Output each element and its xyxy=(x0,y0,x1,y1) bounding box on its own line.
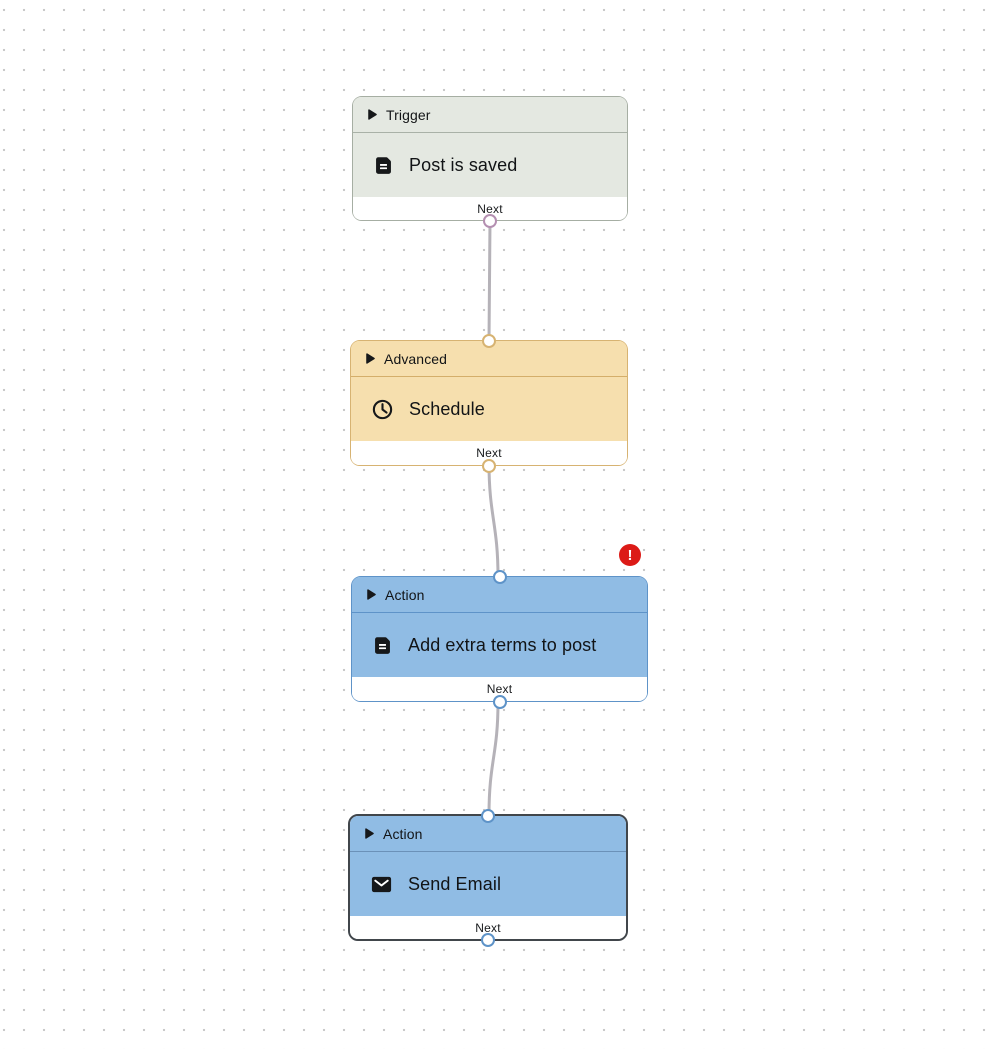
expand-caret-icon[interactable] xyxy=(368,109,377,120)
connector-action1-to-action2[interactable] xyxy=(487,700,500,817)
next-port-label: Next xyxy=(475,920,501,935)
node-footer: Next xyxy=(350,916,626,939)
output-port[interactable] xyxy=(483,213,497,228)
expand-caret-icon[interactable] xyxy=(367,589,376,600)
node-category-label: Advanced xyxy=(384,350,448,367)
next-port-label: Next xyxy=(477,201,503,216)
document-icon xyxy=(373,155,394,176)
node-category-label: Trigger xyxy=(386,106,431,123)
node-action-send-email[interactable]: Action Send Email Next xyxy=(348,808,628,947)
next-port-label: Next xyxy=(486,682,513,696)
expand-caret-icon[interactable] xyxy=(366,353,375,364)
output-port[interactable] xyxy=(492,694,507,709)
connector-trigger-to-advanced[interactable] xyxy=(487,219,492,343)
node-title: Schedule xyxy=(409,398,485,419)
next-port-label: Next xyxy=(476,446,502,460)
node-header[interactable]: Trigger xyxy=(353,97,627,133)
node-title: Add extra terms to post xyxy=(408,634,597,655)
document-icon xyxy=(372,635,393,656)
input-port[interactable] xyxy=(481,808,495,823)
node-body: Send Email xyxy=(350,852,626,916)
node-category-label: Action xyxy=(383,825,423,842)
node-header[interactable]: Advanced xyxy=(351,341,627,377)
node-body: Add extra terms to post xyxy=(352,613,647,677)
node-advanced-schedule[interactable]: Advanced Schedule Next xyxy=(350,333,628,473)
node-body: Post is saved xyxy=(353,133,627,197)
connector-advanced-to-action1[interactable] xyxy=(487,461,500,579)
node-trigger-post-is-saved[interactable]: Trigger Post is saved Next xyxy=(352,96,628,228)
input-port[interactable] xyxy=(492,569,507,584)
node-action-add-extra-terms[interactable]: Action Add extra terms to post Next ! xyxy=(351,544,648,709)
output-port[interactable] xyxy=(481,932,495,947)
output-port[interactable] xyxy=(482,458,496,473)
node-title: Send Email xyxy=(408,873,502,894)
node-category-label: Action xyxy=(385,586,425,603)
clock-icon xyxy=(371,398,394,421)
node-body: Schedule xyxy=(351,377,627,441)
expand-caret-icon[interactable] xyxy=(365,828,374,839)
node-title: Post is saved xyxy=(409,154,518,175)
error-badge[interactable]: ! xyxy=(619,544,641,566)
node-footer: Next xyxy=(353,197,627,220)
envelope-icon xyxy=(370,873,393,896)
input-port[interactable] xyxy=(482,333,496,348)
